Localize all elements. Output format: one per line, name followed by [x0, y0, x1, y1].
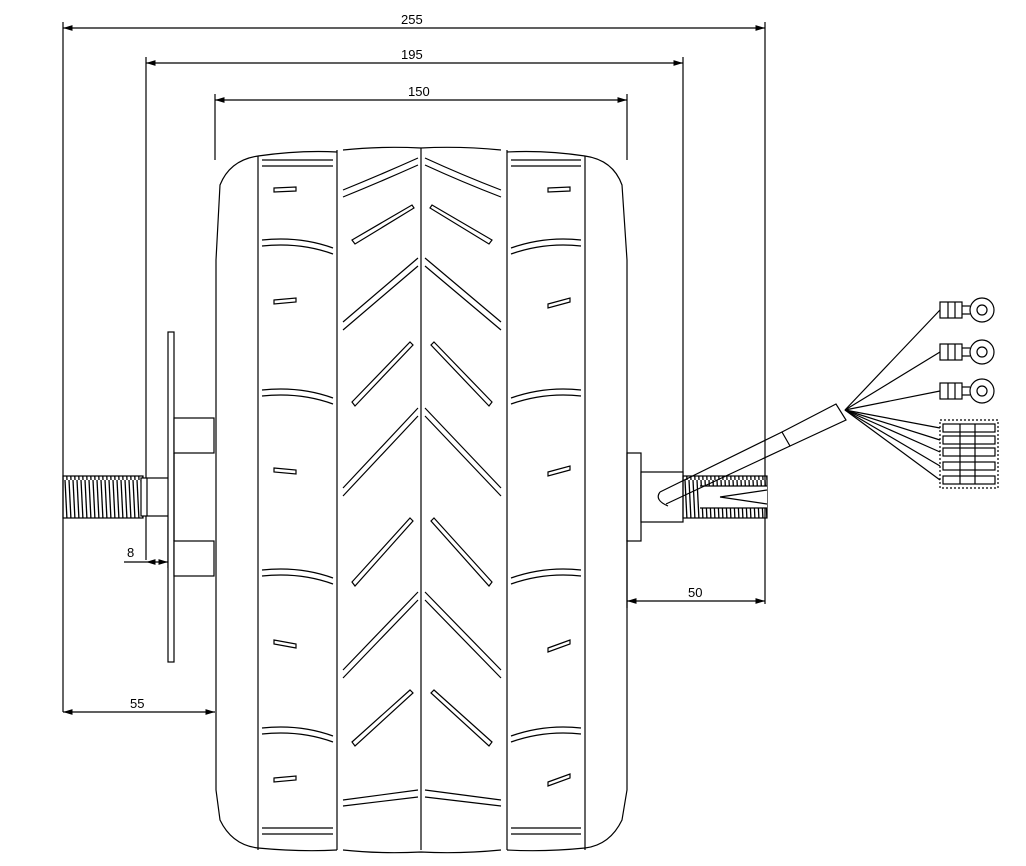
tire	[215, 146, 628, 854]
left-axle	[62, 475, 170, 519]
label-right-axle-length: 50	[688, 585, 702, 600]
label-plate-thickness: 8	[127, 545, 134, 560]
label-left-axle-length: 55	[130, 696, 144, 711]
hall-sensor-connector	[939, 419, 999, 489]
label-overall-width: 255	[401, 12, 423, 27]
tread-shoulder-blocks	[261, 159, 582, 835]
label-tire-width: 150	[408, 84, 430, 99]
right-axle	[626, 452, 768, 542]
tread-center-chevrons	[342, 157, 502, 807]
ring-terminal-connectors	[939, 297, 995, 404]
label-flange-span: 195	[401, 47, 423, 62]
motor-cable	[657, 309, 941, 507]
left-mounting-plate	[167, 331, 215, 663]
dimension-flange-span	[145, 57, 684, 560]
dimension-tire-width	[214, 94, 628, 160]
